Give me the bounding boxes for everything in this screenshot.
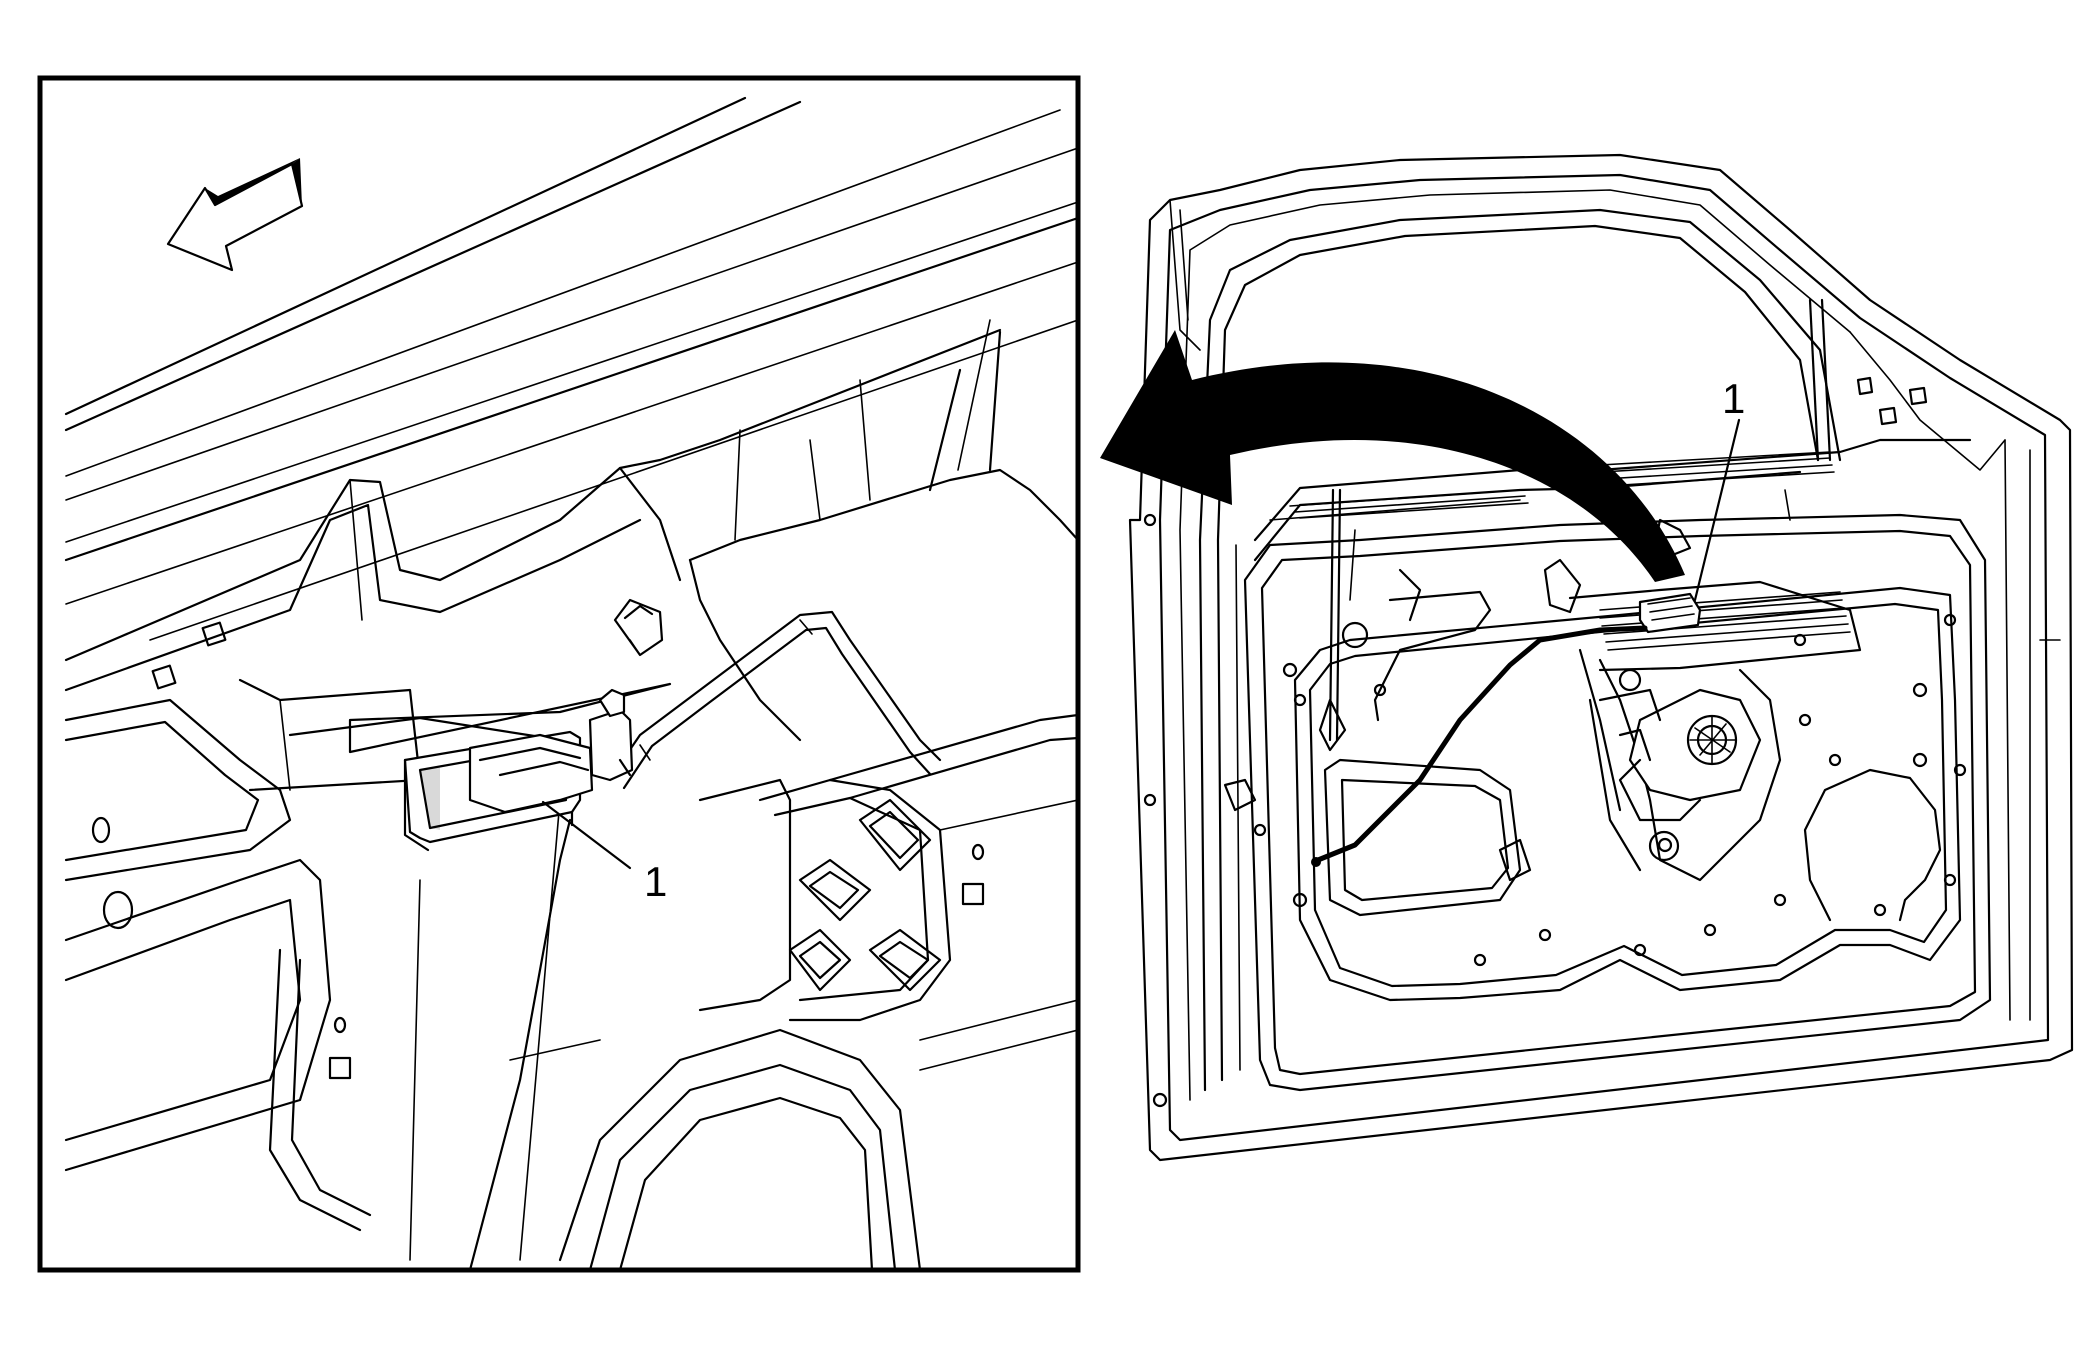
- belt-molding: [1253, 298, 1972, 562]
- belt-brackets: [1223, 376, 1928, 812]
- detail-callout-label: 1: [644, 858, 667, 905]
- detail-view-frame: [37, 75, 1081, 1273]
- speaker-opening: [1803, 768, 1942, 922]
- panel-holes: [91, 621, 985, 1080]
- door-callout-label: 1: [1722, 375, 1745, 422]
- detail-callout-1: 1: [541, 800, 667, 905]
- door-callout-1: 1: [1693, 375, 1745, 602]
- door-switch-and-harness: [1311, 592, 1702, 867]
- window-switch-assembly: [288, 682, 672, 852]
- roof-panel-lines: [64, 96, 1078, 641]
- body-structure: [64, 319, 1078, 1270]
- curved-arrow-icon: [1100, 330, 1685, 582]
- door-view: 1: [1100, 153, 2074, 1162]
- access-opening: [1323, 758, 1532, 917]
- detail-view: 1: [37, 75, 1081, 1273]
- forward-arrow-icon: [166, 158, 304, 272]
- window-regulator: [1373, 580, 1862, 882]
- inner-panel-holes: [1143, 513, 1967, 1108]
- wiring-harness: [610, 610, 942, 790]
- door-rods: [1318, 488, 1356, 752]
- door-frame: [1128, 153, 2074, 1162]
- pillar-bolsters: [788, 798, 942, 992]
- retainer-clip: [613, 598, 664, 657]
